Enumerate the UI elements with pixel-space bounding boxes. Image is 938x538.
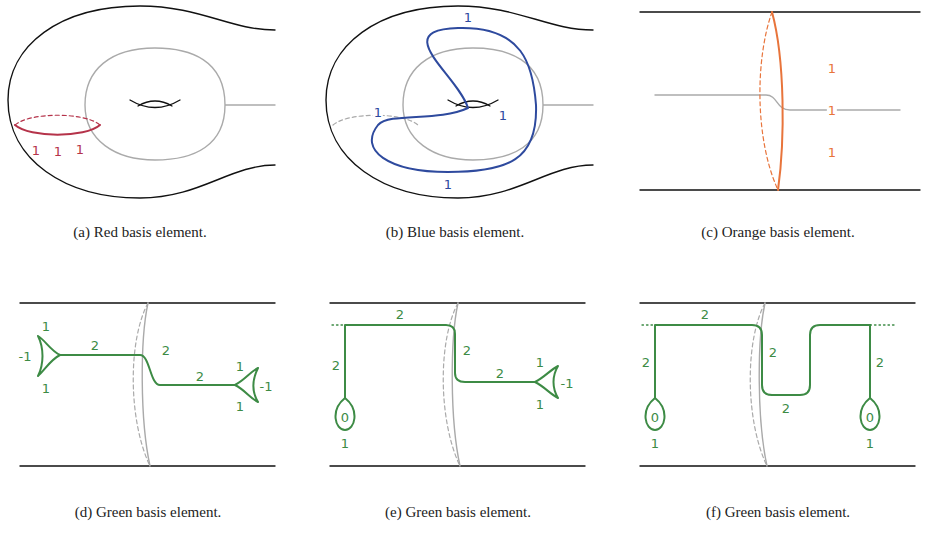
surface-outline bbox=[8, 6, 275, 198]
panel-caption: (f) Green basis element. bbox=[705, 505, 851, 520]
weight-label: 0 bbox=[340, 411, 350, 424]
panel-caption: (c) Orange basis element. bbox=[700, 225, 855, 240]
weight-label: 2 bbox=[395, 308, 405, 321]
cylinder-outline bbox=[20, 303, 275, 466]
weight-label: 1 bbox=[41, 382, 51, 395]
grey-graph bbox=[403, 48, 593, 160]
surface-b bbox=[326, 6, 593, 198]
weight-label: 2 bbox=[875, 356, 885, 369]
weight-label: 2 bbox=[462, 344, 472, 357]
weight-label: 1 bbox=[535, 398, 545, 411]
panel-caption: (e) Green basis element. bbox=[384, 505, 532, 520]
red-curve bbox=[15, 125, 100, 135]
cylinder-c bbox=[640, 12, 920, 190]
green-graph bbox=[336, 325, 558, 430]
handle-hole bbox=[130, 100, 180, 108]
weight-label: 2 bbox=[90, 339, 100, 352]
weight-label: 1 bbox=[235, 400, 245, 413]
weight-label: 2 bbox=[195, 370, 205, 383]
weight-label: 1 bbox=[827, 104, 837, 117]
weight-label: 1 bbox=[650, 437, 660, 450]
surface-outline bbox=[326, 6, 593, 198]
weight-label: 2 bbox=[768, 346, 778, 359]
weight-label: 1 bbox=[41, 320, 51, 333]
panel-caption: (b) Blue basis element. bbox=[385, 225, 525, 240]
weight-label: 1 bbox=[827, 146, 837, 159]
weight-label: 1 bbox=[373, 106, 383, 119]
weight-label: 2 bbox=[161, 344, 171, 357]
weight-label: 1 bbox=[865, 437, 875, 450]
blue-curve bbox=[372, 28, 536, 172]
weight-label: 1 bbox=[53, 145, 63, 158]
weight-label: 2 bbox=[781, 402, 791, 415]
weight-label: -1 bbox=[560, 377, 575, 390]
handle-hole bbox=[456, 101, 490, 106]
weight-label: 2 bbox=[641, 356, 651, 369]
weight-label: 1 bbox=[31, 144, 41, 157]
weight-label: 0 bbox=[865, 411, 875, 424]
cylinder-outline bbox=[640, 303, 915, 466]
weight-label: 1 bbox=[827, 62, 837, 75]
grey-cut-back bbox=[133, 303, 150, 466]
green-graph bbox=[646, 325, 880, 430]
cylinder-outline bbox=[330, 303, 585, 466]
handle-hole bbox=[138, 101, 172, 106]
red-curve-back bbox=[15, 115, 100, 125]
weight-label: 1 bbox=[443, 178, 453, 191]
green-dotted bbox=[332, 324, 345, 325]
weight-label: 2 bbox=[495, 367, 505, 380]
orange-curve-back bbox=[760, 12, 778, 190]
grey-graph bbox=[85, 48, 275, 160]
cylinder-e bbox=[330, 303, 585, 466]
weight-label: -1 bbox=[259, 380, 274, 393]
weight-label: 2 bbox=[331, 359, 341, 372]
panel-caption: (d) Green basis element. bbox=[74, 505, 223, 520]
weight-label: 1 bbox=[535, 356, 545, 369]
cylinder-d bbox=[20, 303, 275, 466]
handle-hole bbox=[448, 100, 498, 108]
weight-label: 1 bbox=[235, 360, 245, 373]
weight-label: 2 bbox=[700, 308, 710, 321]
surface-a bbox=[8, 6, 275, 198]
weight-label: 1 bbox=[75, 143, 85, 156]
weight-label: 1 bbox=[498, 109, 508, 122]
cylinder-outline bbox=[640, 12, 920, 190]
cylinder-f bbox=[640, 303, 915, 466]
grey-graph bbox=[655, 95, 900, 110]
orange-curve bbox=[772, 12, 783, 190]
weight-label: 1 bbox=[340, 437, 350, 450]
panel-caption: (a) Red basis element. bbox=[72, 225, 207, 240]
weight-label: 1 bbox=[463, 11, 473, 24]
weight-label: 0 bbox=[650, 411, 660, 424]
green-graph bbox=[38, 336, 258, 402]
grey-cut bbox=[142, 303, 150, 466]
weight-label: -1 bbox=[18, 350, 33, 363]
